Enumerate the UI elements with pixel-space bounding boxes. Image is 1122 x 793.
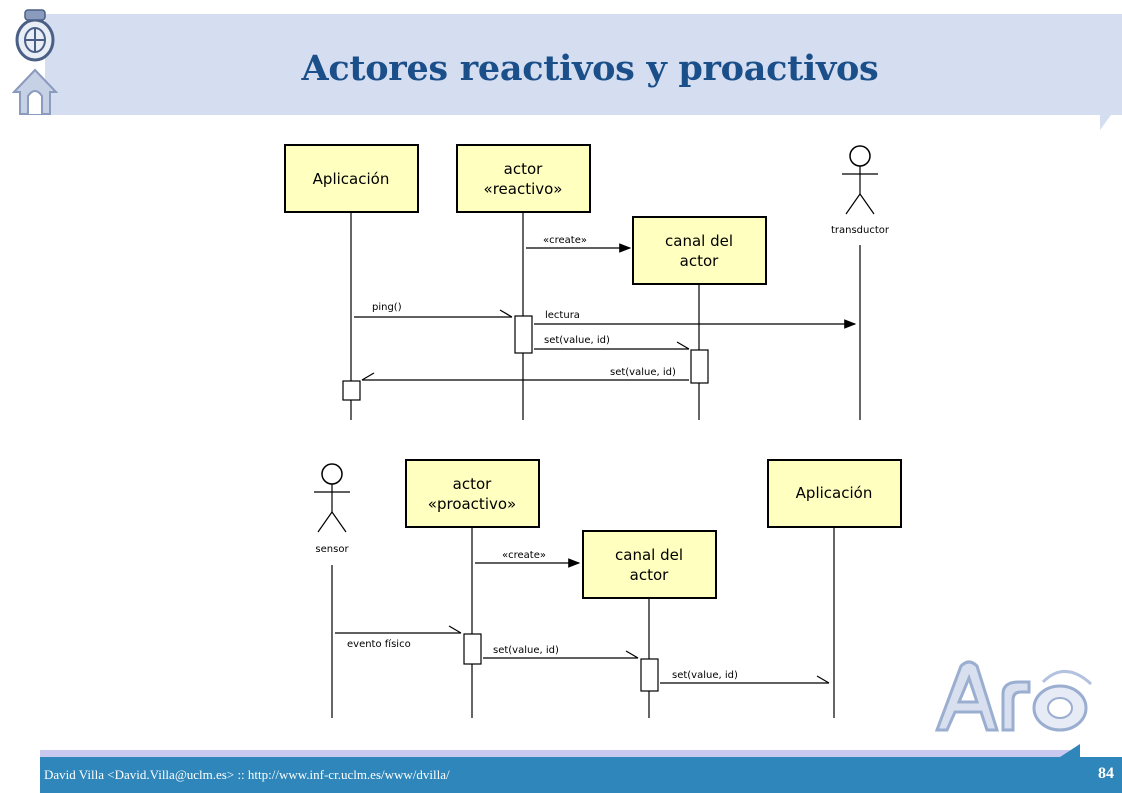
reactive-activation [514, 315, 533, 354]
header-notch [1100, 100, 1122, 130]
page-number: 84 [1098, 765, 1114, 782]
proactive-actor-box [405, 459, 540, 528]
channel-activation [690, 349, 709, 384]
reactive-actor-label-2: «reactivo» [484, 180, 563, 198]
create-label: «create» [543, 235, 587, 246]
channel-box [632, 216, 767, 285]
transducer-label: transductor [831, 225, 890, 236]
footer-divider [40, 750, 1080, 757]
set-label-1: set(value, id) [544, 335, 610, 346]
proactive-actor-label-2: «proactivo» [428, 495, 516, 513]
app-activation [342, 380, 361, 401]
set-label-2: set(value, id) [610, 367, 676, 378]
sensor-label: sensor [315, 544, 349, 555]
footer-notch [1060, 744, 1080, 757]
footer-band [40, 757, 1122, 793]
channel-2-label-2: actor [630, 566, 669, 584]
stick-figure-icon [314, 463, 350, 533]
app-2-label: Aplicación [796, 484, 873, 502]
channel-2-label-1: canal del [615, 546, 683, 564]
set-label-4: set(value, id) [672, 670, 738, 681]
stick-figure-icon [842, 145, 878, 215]
read-label: lectura [545, 310, 580, 321]
channel-box-2 [582, 530, 717, 599]
set-label-3: set(value, id) [493, 645, 559, 656]
event-label: evento físico [347, 638, 411, 650]
channel-label-2: actor [680, 252, 719, 270]
reactive-actor-label-1: actor [504, 160, 543, 178]
ping-label: ping() [372, 302, 402, 313]
page-title: Actores reactivos y proactivos [301, 48, 879, 89]
top-sequence-diagram: Aplicación actor «reactivo» canal del ac… [284, 144, 890, 420]
proactive-actor-label-1: actor [453, 475, 492, 493]
bottom-sequence-diagram: sensor actor «proactivo» canal del actor… [314, 459, 902, 718]
channel-2-activation [640, 658, 659, 692]
create-label-2: «create» [502, 550, 546, 561]
reactive-actor-box [456, 144, 591, 213]
app-box [284, 144, 419, 213]
header-band [45, 14, 1122, 115]
app-label: Aplicación [313, 170, 390, 188]
footer-author: David Villa <David.Villa@uclm.es> :: htt… [44, 767, 450, 782]
app-box-2 [767, 459, 902, 528]
proactive-activation [463, 633, 482, 665]
arco-logo-icon [934, 660, 1093, 732]
channel-label-1: canal del [665, 232, 733, 250]
university-crest-icon [11, 9, 59, 115]
